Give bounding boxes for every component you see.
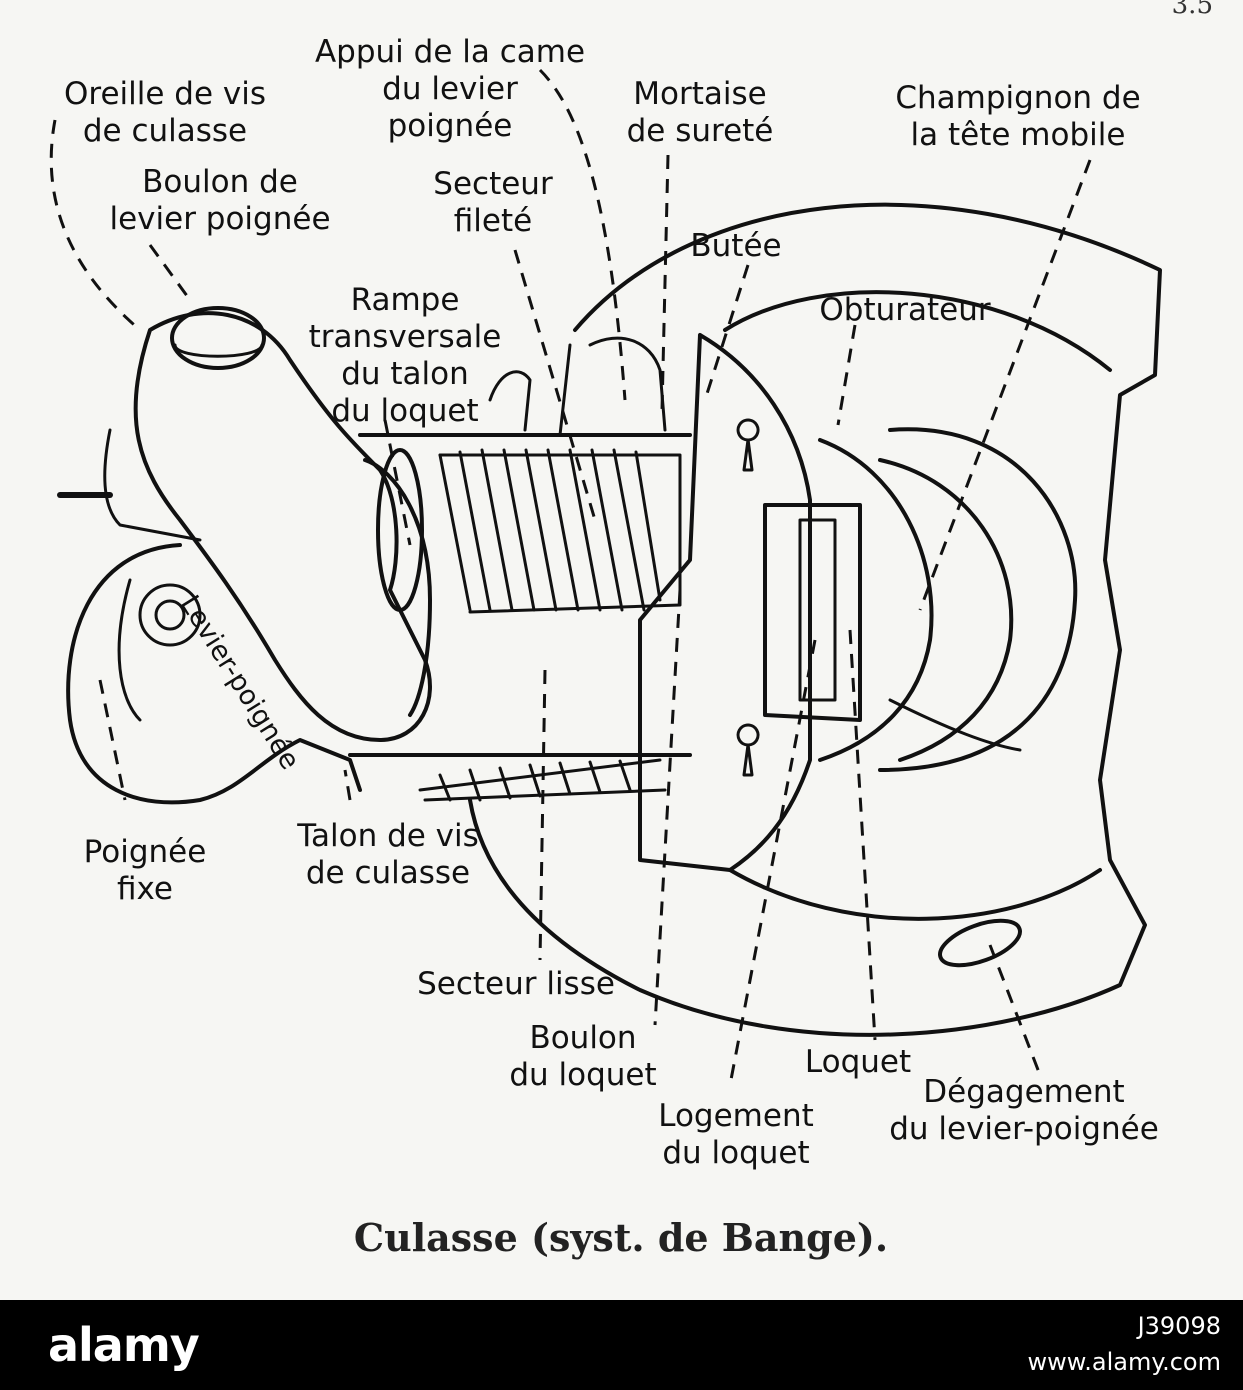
fixed-handle xyxy=(66,543,362,805)
lever-bolt-head xyxy=(170,306,266,370)
carrier-inner-arc xyxy=(723,290,1112,372)
site-url: www.alamy.com xyxy=(1027,1348,1221,1376)
page-number: 3.5 xyxy=(1171,0,1213,20)
breech-mechanism-drawing xyxy=(49,68,1162,1086)
label-butee: Butée xyxy=(690,228,782,264)
label-loquet: Loquet xyxy=(804,1044,912,1080)
latch-plate xyxy=(638,333,812,872)
degagement-hole xyxy=(938,918,1022,968)
threaded-sector xyxy=(438,448,682,614)
lever-handle xyxy=(133,311,432,742)
carrier-inner-arc-lower xyxy=(728,868,1102,921)
obturateur-ring xyxy=(818,438,934,762)
image-id: J39098 xyxy=(1137,1312,1221,1340)
screw-left-face xyxy=(363,458,432,717)
watermark-bar: alamy J39098 www.alamy.com xyxy=(0,1300,1243,1390)
gear-detail xyxy=(138,583,202,647)
label-obturateur: Obturateur xyxy=(819,292,991,328)
keyhole-top xyxy=(736,418,760,472)
leader-lines xyxy=(49,68,1092,1086)
carrier-plate xyxy=(468,202,1162,1037)
champignon-head xyxy=(878,427,1078,772)
lower-thread xyxy=(418,758,667,802)
figure-caption: Culasse (syst. de Bange). xyxy=(353,1215,889,1260)
label-secteur-lisse: Secteur lisse xyxy=(417,966,615,1002)
watermark-logo: alamy xyxy=(48,1318,200,1372)
keyhole-bottom xyxy=(736,723,760,777)
loquet-box xyxy=(763,503,862,722)
obturateur-face xyxy=(878,458,1014,762)
